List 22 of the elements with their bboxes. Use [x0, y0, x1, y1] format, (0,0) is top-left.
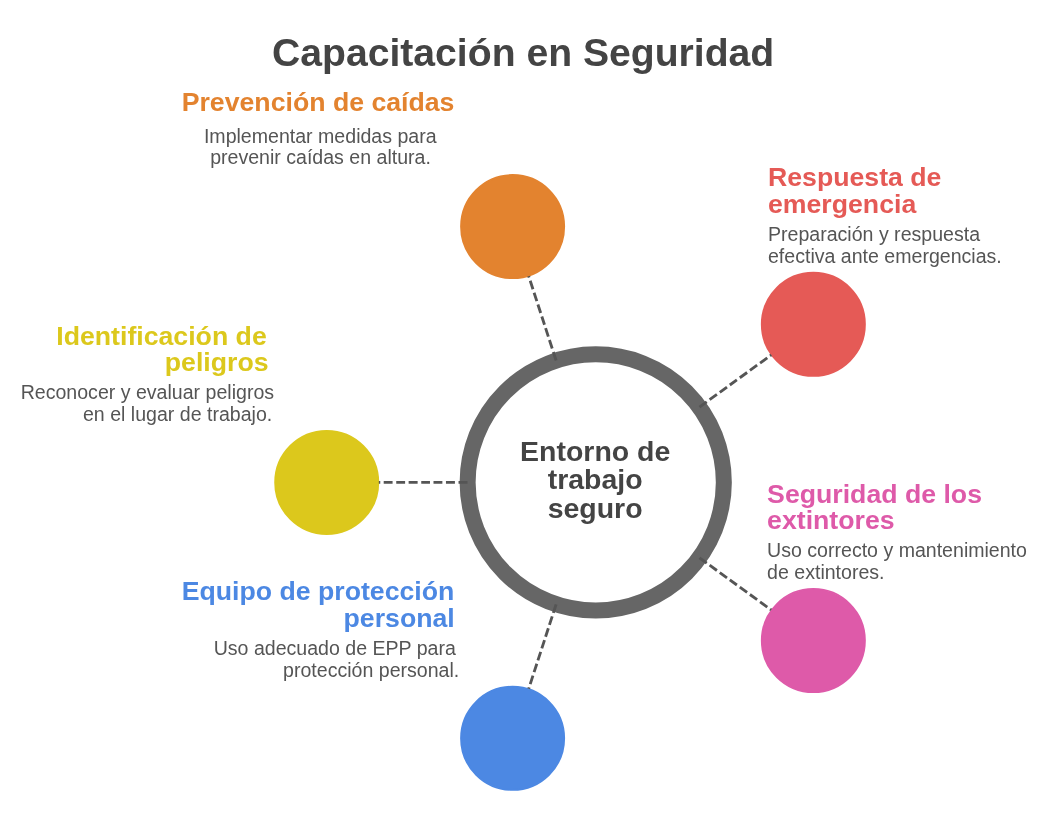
connector	[698, 353, 773, 408]
connector	[527, 603, 558, 689]
node-label: Uso adecuado de EPP para protección personal.	[213, 636, 460, 681]
connector	[527, 275, 558, 361]
node-circle	[760, 271, 866, 377]
node-label: Prevención de caídas	[181, 86, 455, 117]
connector	[378, 480, 468, 484]
diagram-title: Capacitación en Seguridad	[272, 30, 775, 74]
node-circle	[460, 685, 566, 791]
node-label: Implementar medidas para prevenir caídas en altura.	[203, 124, 437, 168]
connector	[698, 556, 773, 611]
node-label: Preparación y respuesta efectiva ante emergencias.	[767, 222, 1002, 267]
node-circle	[460, 173, 566, 279]
node-label: Identificación de peligros	[56, 320, 269, 377]
node-label: Equipo de protección personal	[181, 575, 455, 633]
node-circle: Entorno de trabajo seguro	[459, 345, 732, 619]
node-label: Respuesta de emergencia	[767, 161, 942, 219]
node-circle	[760, 587, 866, 693]
node-label: Seguridad de los extintores	[767, 478, 982, 535]
node-label: Uso correcto y mantenimiento de extintores.	[767, 538, 1027, 583]
node-circle	[274, 429, 380, 535]
node-label: Reconocer y evaluar peligros en el lugar de trabajo.	[20, 380, 275, 425]
